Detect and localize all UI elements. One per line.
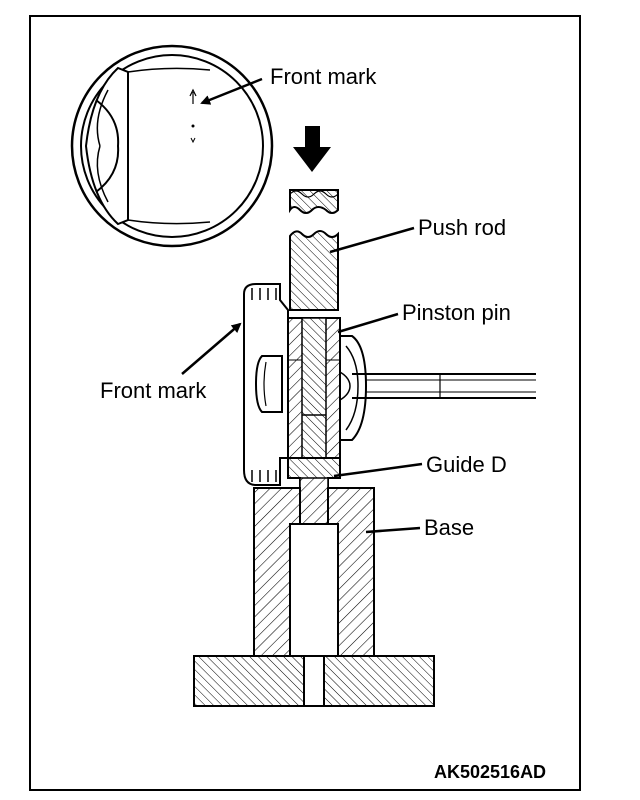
base-plate bbox=[193, 655, 435, 707]
piston-pin-leader bbox=[337, 312, 399, 334]
figure-border bbox=[29, 15, 581, 791]
guide-d-label: Guide D bbox=[426, 452, 507, 477]
push-rod-cap bbox=[289, 189, 339, 214]
front-mark-side-leader bbox=[181, 322, 242, 375]
base-leader bbox=[365, 526, 421, 534]
base bbox=[253, 487, 375, 657]
connecting-rod bbox=[339, 335, 536, 441]
base-label: Base bbox=[424, 515, 474, 540]
push-rod-leader bbox=[329, 226, 415, 254]
figure-code: AK502516AD bbox=[434, 762, 546, 782]
front-mark-top-leader bbox=[200, 77, 263, 105]
front-mark-symbol-icon bbox=[189, 88, 197, 144]
piston-pin bbox=[287, 317, 341, 459]
piston-top-view bbox=[70, 44, 274, 248]
push-rod-label: Push rod bbox=[418, 215, 506, 240]
push-rod bbox=[289, 230, 339, 311]
piston-side-view bbox=[243, 283, 289, 486]
front-mark-top-label: Front mark bbox=[270, 64, 377, 89]
front-mark-side-label: Front mark bbox=[100, 378, 207, 403]
piston-pin-label: Pinston pin bbox=[402, 300, 511, 325]
guide-d-leader bbox=[333, 462, 423, 478]
press-arrow-icon bbox=[293, 126, 331, 172]
